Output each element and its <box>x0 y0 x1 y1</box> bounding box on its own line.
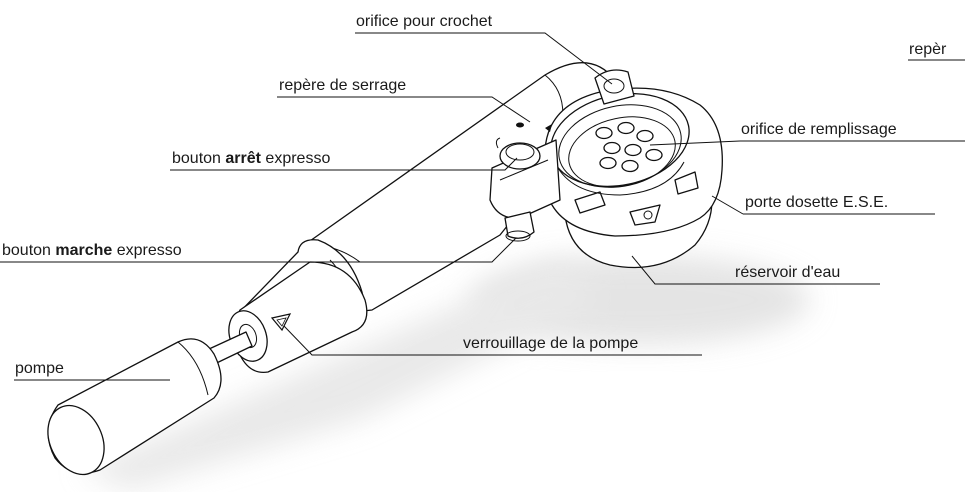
label-verrouillage: verrouillage de la pompe <box>463 335 638 352</box>
labels: orifice pour crochet repèr repère de ser… <box>2 13 947 377</box>
leader-reservoir <box>631 255 880 285</box>
label-bouton-marche: bouton marche expresso <box>2 242 182 259</box>
label-repere: repèr <box>909 41 947 58</box>
label-porte-dosette: porte dosette E.S.E. <box>745 194 888 211</box>
pump-lock-triangle <box>270 313 292 332</box>
stop-button-shape <box>495 137 541 170</box>
pump-handle <box>47 338 222 476</box>
start-button-shape <box>504 211 535 242</box>
leader-orifice-remplissage-diag <box>649 140 741 146</box>
fill-holes <box>595 121 663 173</box>
espresso-device <box>47 62 723 476</box>
device-head <box>542 69 723 269</box>
leader-lines <box>0 32 965 381</box>
leader-bouton-marche <box>0 237 517 263</box>
label-repere-serrage: repère de serrage <box>279 77 406 94</box>
leader-orifice-crochet <box>355 32 613 85</box>
label-pompe: pompe <box>15 360 64 377</box>
label-reservoir: réservoir d'eau <box>735 264 840 281</box>
leader-bouton-arret <box>170 157 518 171</box>
leader-repere-serrage <box>277 96 531 123</box>
leader-verrouillage <box>283 325 702 356</box>
head-arm <box>489 139 561 219</box>
label-orifice-remplissage: orifice de remplissage <box>741 121 897 138</box>
leader-porte-dosette-diag <box>711 195 744 215</box>
label-orifice-crochet: orifice pour crochet <box>356 13 493 30</box>
drop-shadow <box>80 255 810 490</box>
label-bouton-arret: bouton arrêt expresso <box>172 150 330 167</box>
clamp-mark <box>516 122 552 132</box>
